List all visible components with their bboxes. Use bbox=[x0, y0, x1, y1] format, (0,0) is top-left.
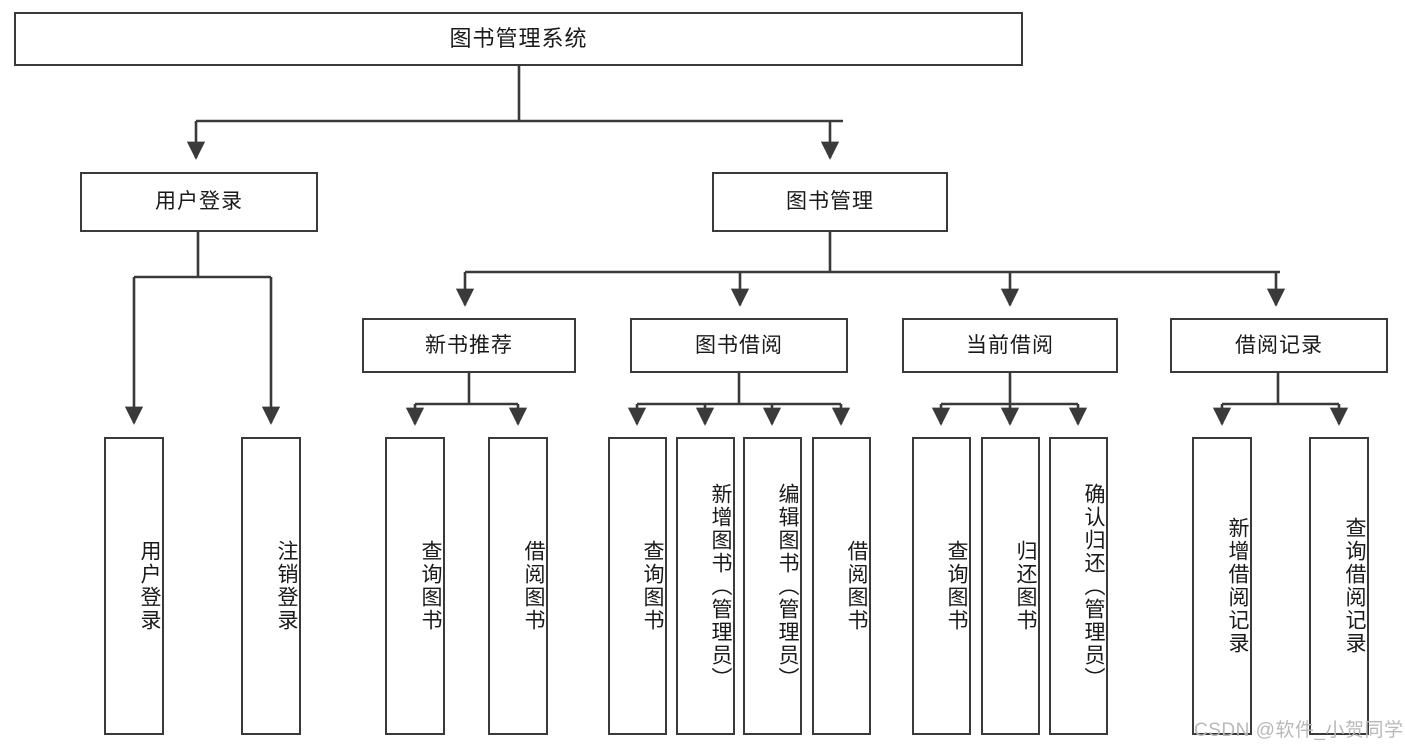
node-label: 注销登录 bbox=[275, 540, 298, 632]
node-current-borrow[interactable]: 当前借阅 bbox=[902, 318, 1118, 373]
watermark: CSDN @软件_小贺同学 bbox=[1194, 720, 1404, 741]
node-label: 查询图书 bbox=[945, 540, 968, 632]
node-label: 编辑图书（管理员） bbox=[776, 482, 799, 690]
leaf-query-book-current[interactable]: 查询图书 bbox=[912, 437, 971, 735]
node-root-library-system[interactable]: 图书管理系统 bbox=[14, 12, 1023, 66]
node-book-management[interactable]: 图书管理 bbox=[712, 172, 948, 232]
node-label: 新增借阅记录 bbox=[1226, 517, 1249, 655]
leaf-edit-book-admin[interactable]: 编辑图书（管理员） bbox=[743, 437, 802, 735]
node-label: 借阅图书 bbox=[522, 540, 545, 632]
node-label: 图书借阅 bbox=[695, 333, 783, 357]
leaf-borrow-book-newbook[interactable]: 借阅图书 bbox=[488, 437, 548, 735]
node-label: 查询图书 bbox=[641, 540, 664, 632]
node-label: 图书管理系统 bbox=[449, 25, 588, 51]
node-new-book-recommend[interactable]: 新书推荐 bbox=[362, 318, 576, 373]
node-borrow-record[interactable]: 借阅记录 bbox=[1170, 318, 1388, 373]
node-label: 新书推荐 bbox=[425, 333, 513, 357]
leaf-query-book-newbook[interactable]: 查询图书 bbox=[385, 437, 445, 735]
node-label: 用户登录 bbox=[138, 540, 161, 632]
leaf-add-book-admin[interactable]: 新增图书（管理员） bbox=[676, 437, 735, 735]
node-label: 查询图书 bbox=[419, 540, 442, 632]
node-label: 新增图书（管理员） bbox=[709, 482, 732, 690]
leaf-user-login[interactable]: 用户登录 bbox=[104, 437, 164, 735]
leaf-return-book[interactable]: 归还图书 bbox=[981, 437, 1040, 735]
leaf-borrow-book[interactable]: 借阅图书 bbox=[812, 437, 871, 735]
leaf-logout[interactable]: 注销登录 bbox=[241, 437, 301, 735]
node-label: 当前借阅 bbox=[966, 333, 1054, 357]
node-label: 借阅图书 bbox=[845, 540, 868, 632]
leaf-query-book-borrow[interactable]: 查询图书 bbox=[608, 437, 667, 735]
node-label: 图书管理 bbox=[786, 190, 874, 214]
node-label: 确认归还（管理员） bbox=[1082, 482, 1105, 690]
node-book-borrow[interactable]: 图书借阅 bbox=[630, 318, 848, 373]
leaf-confirm-return-admin[interactable]: 确认归还（管理员） bbox=[1049, 437, 1108, 735]
node-label: 查询借阅记录 bbox=[1343, 517, 1366, 655]
node-label: 归还图书 bbox=[1014, 540, 1037, 632]
leaf-add-borrow-record[interactable]: 新增借阅记录 bbox=[1192, 437, 1252, 735]
leaf-query-borrow-record[interactable]: 查询借阅记录 bbox=[1309, 437, 1369, 735]
node-user-login[interactable]: 用户登录 bbox=[80, 172, 318, 232]
node-label: 用户登录 bbox=[155, 190, 243, 214]
node-label: 借阅记录 bbox=[1235, 333, 1323, 357]
